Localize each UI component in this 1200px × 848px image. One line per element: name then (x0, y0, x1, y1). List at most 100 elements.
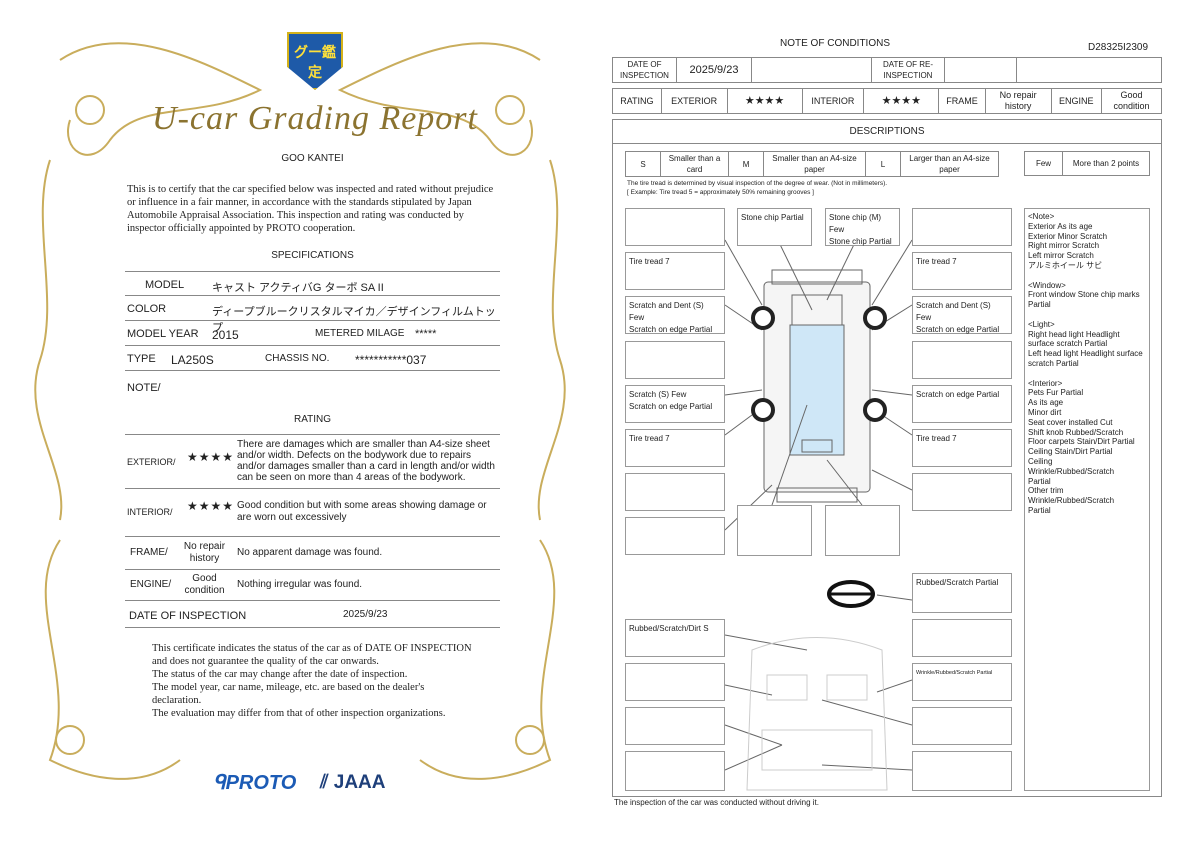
rating-heading: RATING (293, 414, 332, 425)
value: Good condition (184, 573, 225, 596)
date-table: DATE OF INSPECTION 2025/9/23 DATE OF RE-… (612, 57, 1162, 83)
damage-box (625, 663, 725, 701)
desc: No apparent damage was found. (237, 547, 383, 558)
damage-box (625, 473, 725, 511)
car-damage-diagram (724, 227, 913, 791)
exterior-stars: ★★★★ (726, 88, 803, 114)
jaaa-logo: ⫽ JAAA (320, 772, 386, 793)
descriptions-panel (612, 119, 1162, 797)
legend-l: L (865, 151, 901, 177)
empty-cell (751, 57, 872, 83)
damage-box (912, 208, 1012, 246)
date-value: 2025/9/23 (676, 57, 752, 83)
legend-l-desc: Larger than an A4-size paper (900, 151, 999, 177)
desc: Good condition but with some areas showi… (237, 500, 487, 523)
legend-m: M (728, 151, 765, 177)
engine-value: Good condition (1101, 88, 1162, 114)
jaaa-logo-text: JAAA (333, 772, 386, 793)
frame-label: FRAME (938, 88, 986, 114)
legend-s-desc: Smaller than a card (659, 151, 730, 177)
legend-m-desc: Smaller than an A4-size paper (763, 151, 866, 177)
value: No repair history (183, 541, 226, 564)
engine-label: ENGINE (1050, 88, 1103, 114)
label: TYPE (127, 353, 156, 365)
damage-box (912, 341, 1012, 379)
value: LA250S (171, 353, 214, 367)
damage-box (625, 208, 725, 246)
descriptions-heading: DESCRIPTIONS (612, 119, 1162, 144)
inspection-date-row: DATE OF INSPECTION 2025/9/23 (125, 601, 500, 628)
damage-box-right-side-front: Scratch and Dent (S) Few Scratch on edge… (912, 296, 1012, 334)
desc: There are damages which are smaller than… (237, 439, 495, 483)
tire-note-2: [ Example: Tire tread 5 = approximately … (627, 189, 814, 196)
rating-label: RATING (612, 88, 662, 114)
damage-box-right-tire-rear: Tire tread 7 (912, 429, 1012, 467)
label: DATE OF INSPECTION (129, 610, 247, 622)
damage-box-top-mid-right: Stone chip (M) Few Stone chip Partial (825, 208, 900, 246)
proto-logo: ᑫPROTO (213, 772, 297, 794)
frame-value: No repair history (984, 88, 1052, 114)
rating-engine: ENGINE/Good condition Nothing irregular w… (125, 570, 500, 601)
legend-s: S (625, 151, 661, 177)
value: ディープブルークリスタルマイカ／デザインフィルムトップ (212, 306, 496, 334)
spec-type: TYPE LA250S CHASSIS NO. ***********037 (125, 346, 500, 371)
damage-box (912, 707, 1012, 745)
rating-exterior: EXTERIOR/ ★★★★There are damages which are… (125, 434, 500, 489)
proto-logo-text: PROTO (225, 772, 297, 794)
intro-text: This is to certify that the car specifie… (127, 184, 494, 234)
damage-box-right-side-rear: Scratch on edge Partial (912, 385, 1012, 423)
damage-box (912, 473, 1012, 511)
damage-box (825, 505, 900, 556)
label: ENGINE/ (130, 579, 172, 590)
label: CHASSIS NO. (265, 353, 330, 364)
damage-box-left-tire-front: Tire tread 7 (625, 252, 725, 290)
note-label: NOTE/ (127, 382, 161, 394)
damage-box-top-mid-left: Stone chip Partial (737, 208, 812, 246)
reinspection-value (944, 57, 1017, 83)
label: FRAME/ (130, 547, 168, 558)
damage-box-left-side-rear: Scratch (S) Few Scratch on edge Partial (625, 385, 725, 423)
rating-frame: FRAME/No repair history No apparent damag… (125, 537, 500, 570)
subtitle: GOO KANTEI (281, 153, 344, 164)
damage-box-interior-left: Rubbed/Scratch/Dirt S (625, 619, 725, 657)
stars: ★★★★ (187, 499, 235, 513)
label: INTERIOR/ (127, 507, 173, 517)
label: METERED MILAGE (315, 328, 405, 339)
desc: Nothing irregular was found. (237, 579, 363, 590)
stars: ★★★★ (187, 450, 235, 464)
damage-box (737, 505, 812, 556)
conditions-footer: The inspection of the car was conducted … (614, 798, 819, 807)
conditions-title: NOTE OF CONDITIONS (780, 38, 890, 49)
legend-few: Few (1024, 151, 1063, 176)
label: EXTERIOR/ (127, 457, 176, 467)
legend-few-desc: More than 2 points (1062, 151, 1150, 176)
damage-box-steering: Rubbed/Scratch Partial (912, 573, 1012, 613)
tire-note-1: The tire tread is determined by visual i… (627, 180, 888, 187)
label: MODEL (145, 279, 185, 291)
value: ***** (415, 328, 437, 340)
value: ***********037 (355, 353, 427, 367)
reinspection-label: DATE OF RE-INSPECTION (871, 57, 945, 83)
steering-wheel-icon (827, 580, 875, 608)
damage-box-left-side-front: Scratch and Dent (S) Few Scratch on edge… (625, 296, 725, 334)
report-title: U-car Grading Report (152, 100, 478, 137)
damage-box (625, 751, 725, 791)
empty-cell (1016, 57, 1162, 83)
spec-year: MODEL YEAR 2015 METERED MILAGE ***** (125, 321, 500, 346)
value: キャスト アクティバG ターボ SA II (212, 282, 384, 294)
rating-interior: INTERIOR/ ★★★★Good condition but with som… (125, 489, 500, 537)
spec-heading: SPECIFICATIONS (271, 250, 354, 261)
damage-box (912, 751, 1012, 791)
label: MODEL YEAR (127, 328, 199, 340)
date-label: DATE OF INSPECTION (612, 57, 677, 83)
certificate-footer: This certificate indicates the status of… (152, 643, 472, 719)
value: 2015 (212, 328, 239, 342)
interior-label: INTERIOR (801, 88, 865, 114)
damage-box (625, 517, 725, 555)
interior-stars: ★★★★ (863, 88, 940, 114)
document-id: D28325I2309 (1088, 42, 1149, 53)
value: 2025/9/23 (343, 609, 388, 620)
